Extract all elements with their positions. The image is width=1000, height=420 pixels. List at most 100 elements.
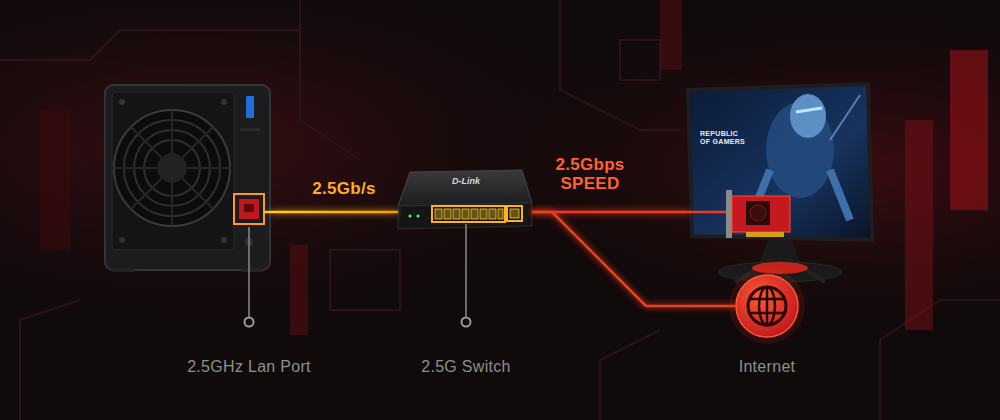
background-part [660, 0, 682, 70]
port-caption: 2.5GHz Lan Port [187, 358, 311, 376]
switch-device-part-part [480, 209, 487, 219]
nas-device-part [240, 128, 260, 131]
speed-label: 2.5Gbps SPEED [555, 156, 624, 193]
text-holder: 2.5Gb/s [312, 180, 376, 199]
background-part-part [600, 330, 660, 420]
nas-unit: 2.5GHz Lan Port [105, 85, 270, 270]
nas-device-part [112, 268, 134, 272]
switch-device-part [507, 206, 522, 221]
gaming-monitor-part [690, 211, 732, 214]
brand-logo: D-Link [452, 176, 480, 186]
gaming-monitor-part [746, 201, 770, 225]
nas-device-part [112, 92, 234, 250]
switch-device [398, 170, 532, 229]
nas-leader-line-part [248, 227, 250, 317]
internet-globe-icon-part [729, 268, 805, 344]
background-part [950, 50, 988, 210]
switch-device-part [409, 215, 412, 218]
gaming-monitor-part [790, 94, 826, 138]
switch-leader-line [462, 224, 471, 327]
screen-logo-text: REPUBLIC OF GAMERS [700, 130, 750, 147]
gaming-monitor-part [746, 232, 784, 237]
nas-device-part [119, 237, 125, 243]
nas-device-part [221, 237, 227, 243]
background-part [290, 245, 308, 335]
gaming-monitor-part [732, 196, 790, 232]
switch-device-part [432, 206, 505, 222]
network-cable [270, 211, 398, 214]
nas-device [105, 85, 270, 272]
nas-device-part [239, 199, 259, 219]
speed-label: 2.5Gb/s [312, 180, 376, 199]
gaming-monitor-part [726, 190, 732, 238]
switch-leader-line-part [462, 318, 471, 327]
background-part-part [300, 0, 360, 160]
gaming-monitor: REPUBLIC OF GAMERS [690, 86, 870, 238]
gaming-monitor-part [688, 84, 872, 240]
internet-caption: Internet [739, 358, 796, 376]
internet-globe-icon-part [766, 287, 769, 325]
background-part [905, 120, 933, 330]
background-part-part [880, 300, 1000, 420]
switch-device-part-part [462, 209, 469, 219]
gaming-monitor-part [796, 108, 822, 112]
gaming-monitor [688, 84, 872, 282]
text-holder: REPUBLIC OF GAMERS [700, 130, 750, 147]
background-part [40, 110, 70, 250]
network-cable [532, 211, 690, 214]
switch-device-part-part [471, 209, 478, 219]
text-holder: 2.5Gbps SPEED [555, 156, 624, 193]
nas-device-part [234, 194, 264, 224]
switch-leader-line-part [465, 224, 467, 317]
internet-globe-icon-part [736, 275, 798, 337]
nas-device-part [157, 153, 187, 183]
nas-device-part [105, 85, 270, 270]
text-holder: 2.5G Switch [421, 358, 511, 376]
internet-globe-icon-part [749, 312, 785, 315]
connectors [270, 212, 736, 306]
nas-device-part [114, 110, 230, 226]
text-holder: Internet [739, 358, 796, 376]
switch-device-part-part [435, 209, 442, 219]
nas-device-part [119, 99, 125, 105]
nas-leader-line-part [245, 318, 254, 327]
text-holder: 2.5GHz Lan Port [187, 358, 311, 376]
switch-device-part-part [453, 209, 460, 219]
internet-globe-icon-part [749, 298, 785, 301]
gaming-monitor-part [830, 95, 860, 140]
nas-device-part [246, 96, 254, 118]
switch-caption: 2.5G Switch [421, 358, 511, 376]
nas-device-part [264, 211, 270, 214]
background-part-part [20, 300, 80, 420]
internet-globe-icon-part [759, 287, 775, 325]
internet-globe-icon [729, 268, 805, 344]
switch-device-part-part [444, 209, 451, 219]
nas-device-part [241, 268, 263, 272]
text-holder: D-Link [452, 176, 480, 186]
nas-device-part [114, 110, 230, 226]
switch-device-part-part [498, 209, 503, 219]
switch-device-part-part [489, 209, 496, 219]
nas-device-part [244, 204, 254, 212]
gaming-monitor-part [750, 205, 766, 221]
background-part-part [620, 40, 660, 80]
nas-leader-line [245, 227, 254, 327]
background-part-part [330, 250, 400, 310]
background-part-part [0, 30, 300, 60]
network-cable [532, 212, 736, 306]
internet-globe: Internet [736, 275, 798, 337]
switch-device-part [398, 203, 532, 229]
switch-device-part-part [510, 209, 519, 218]
internet-globe-icon-part [748, 287, 786, 325]
switch-device-part [398, 170, 532, 206]
switch-device-part [417, 215, 420, 218]
